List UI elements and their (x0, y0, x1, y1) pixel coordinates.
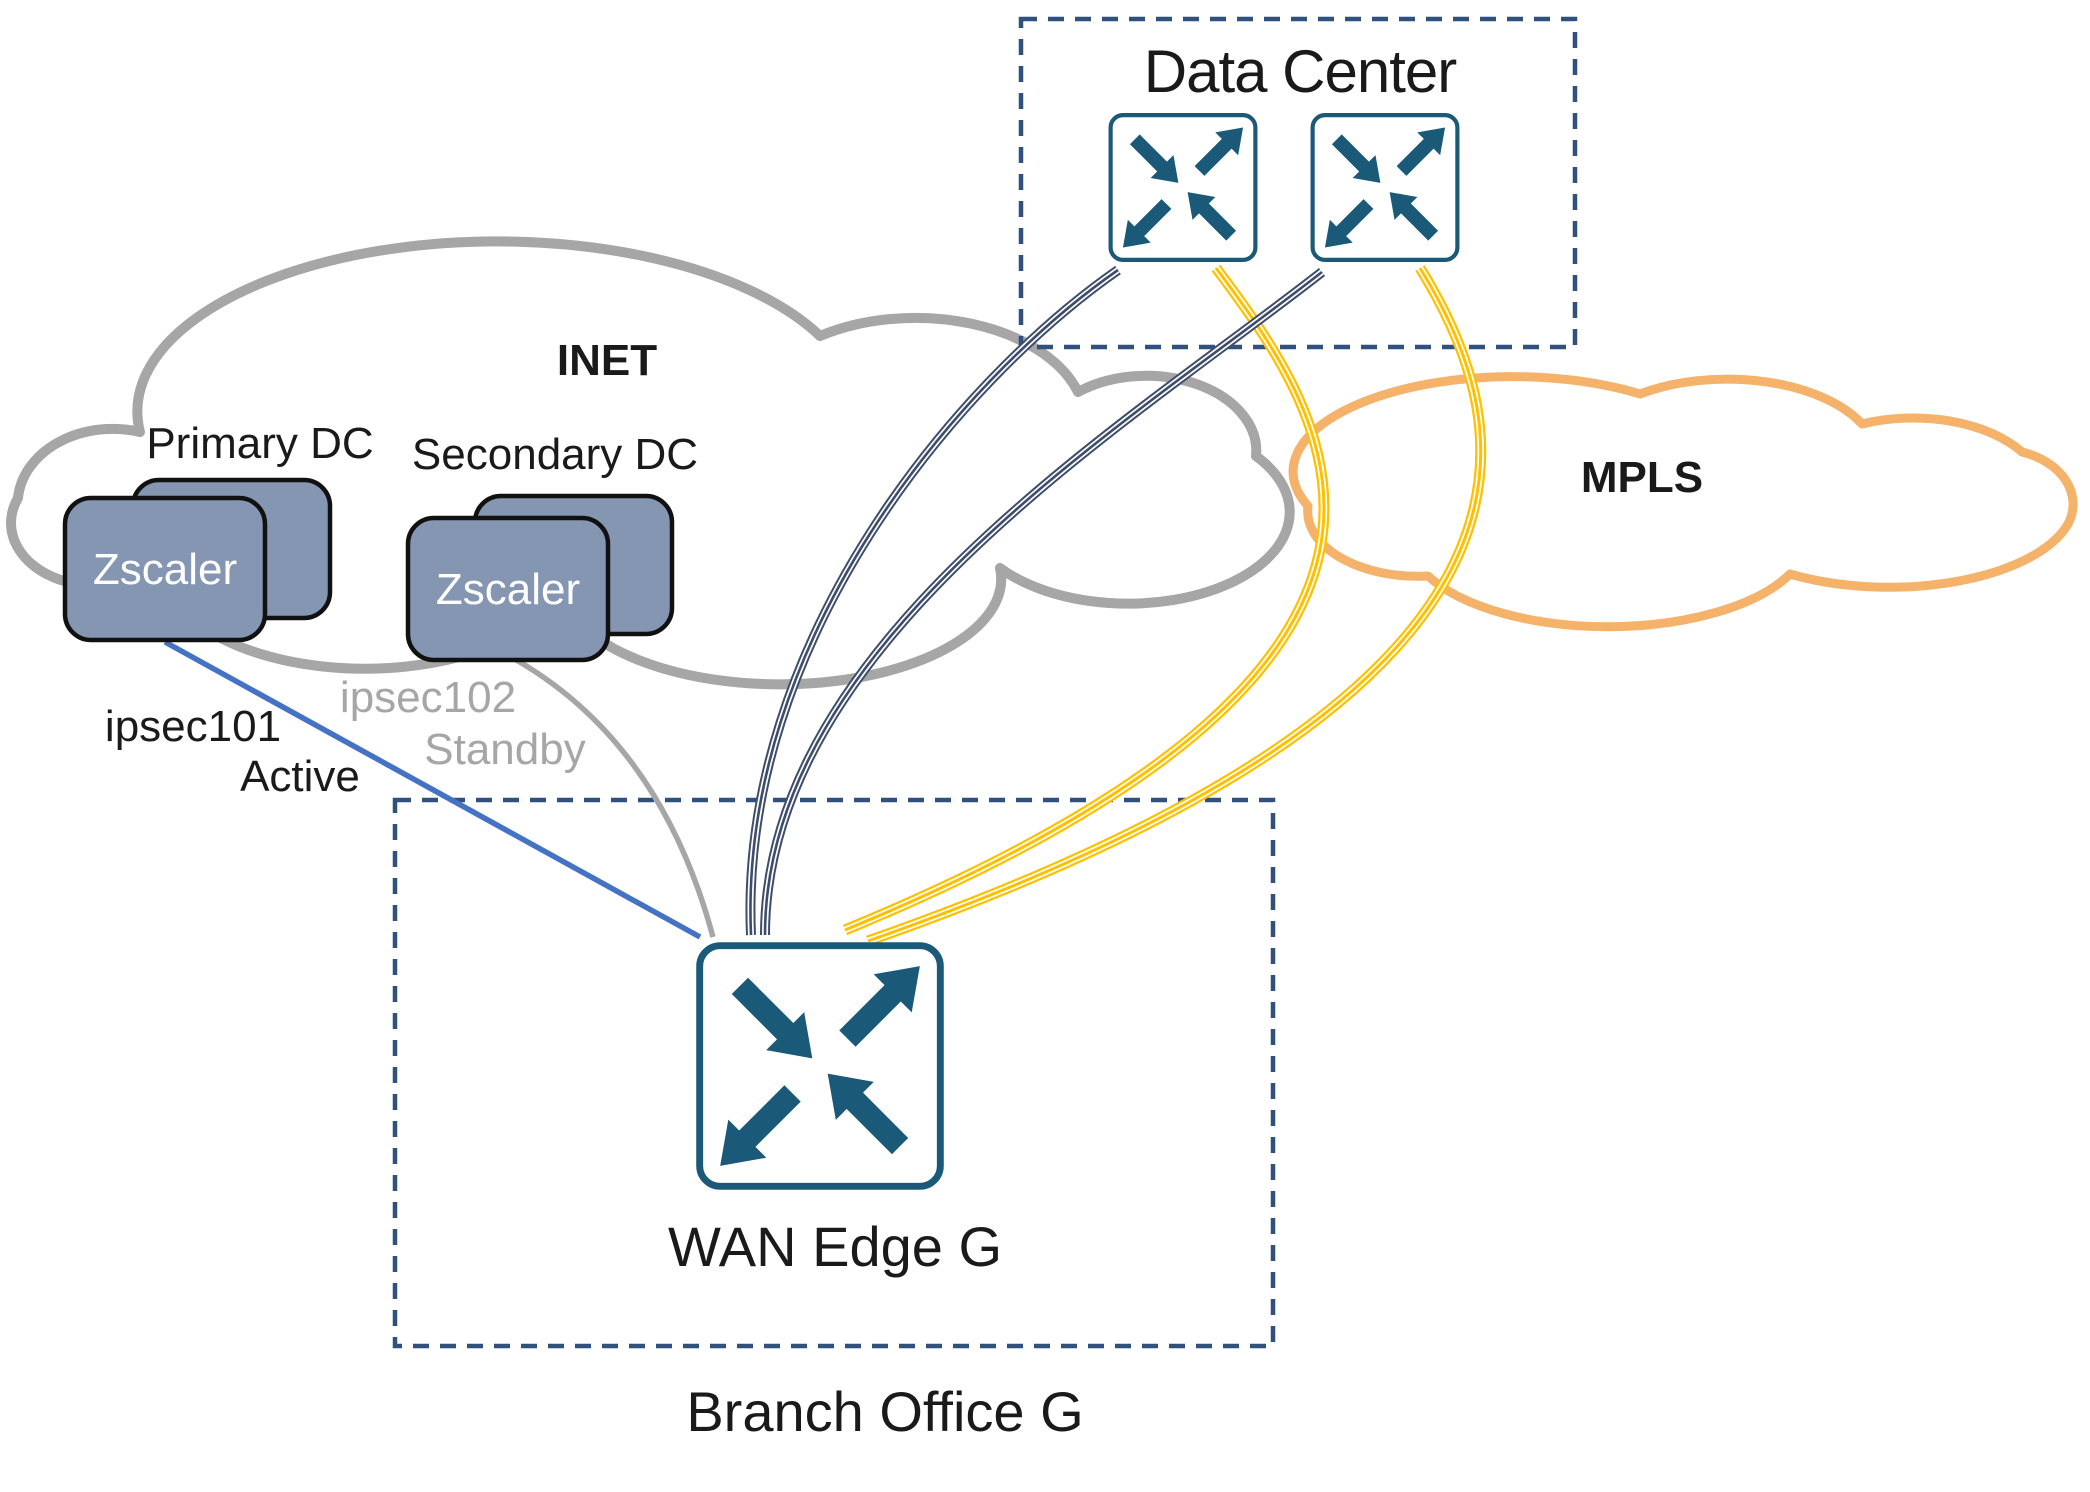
data-center-title: Data Center (1143, 38, 1457, 105)
dc-router-2-icon (1313, 115, 1458, 260)
zscaler-secondary-label: Zscaler (435, 565, 581, 614)
dc2-mpls-link (866, 265, 1487, 947)
ipsec102-status-label: Standby (424, 725, 586, 774)
ipsec101-status-label: Active (240, 752, 360, 801)
branch-office-box (392, 797, 1276, 1349)
dc1-mpls-link (842, 264, 1330, 936)
ipsec101-tunnel-line (163, 639, 702, 940)
secondary-dc-label: Secondary DC (411, 430, 699, 479)
wan-edge-router-icon (700, 946, 941, 1187)
ipsec102-name-label: ipsec102 (339, 673, 517, 722)
dc2-inet-link (760, 268, 1326, 936)
ipsec102-tunnel-line (509, 654, 716, 938)
ipsec101-name-label: ipsec101 (104, 702, 282, 751)
wan-edge-label: WAN Edge G (667, 1215, 1003, 1278)
mpls-cloud-label: MPLS (1580, 453, 1704, 502)
zscaler-primary-stack (62, 477, 333, 643)
primary-dc-label: Primary DC (146, 419, 374, 468)
branch-office-label: Branch Office G (686, 1380, 1084, 1443)
zscaler-secondary-stack (405, 493, 675, 663)
data-center-box (1018, 16, 1578, 350)
zscaler-primary-label: Zscaler (92, 545, 238, 594)
dc-router-1-icon (1111, 115, 1256, 260)
mpls-cloud (1288, 372, 2078, 632)
dc1-inet-link (745, 265, 1121, 936)
inet-cloud-label: INET (556, 336, 658, 385)
